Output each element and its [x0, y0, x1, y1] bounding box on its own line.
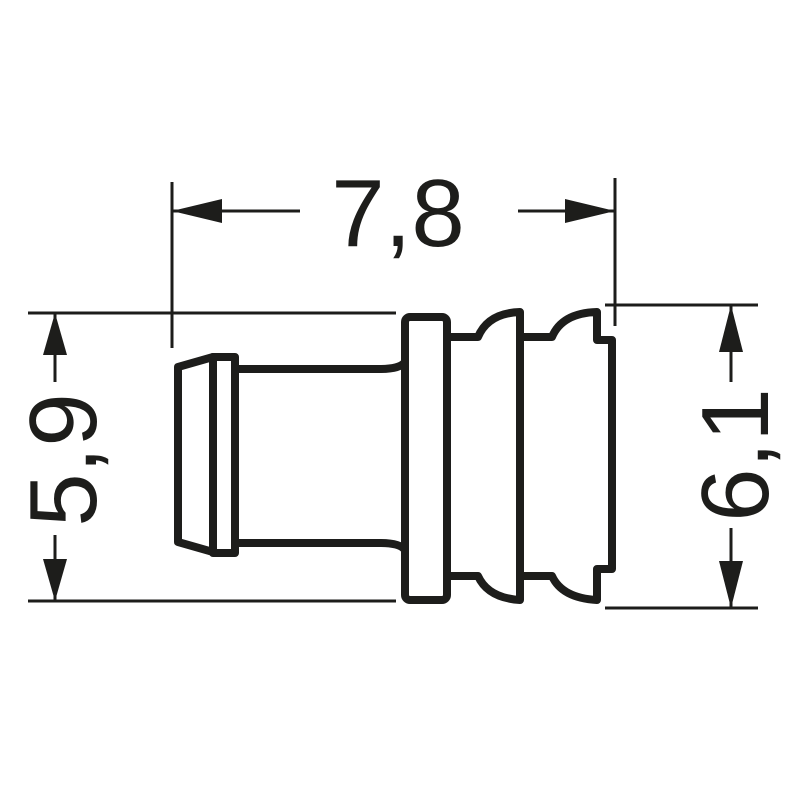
right-diameter-label: 6,1 — [682, 388, 789, 521]
left-diameter-label: 5,9 — [10, 393, 117, 526]
rib-1 — [447, 308, 524, 604]
seal-part — [174, 308, 616, 604]
arrow-left-icon — [172, 199, 222, 223]
shaft-body — [235, 359, 409, 553]
dimension-right-diameter: 6,1 — [605, 303, 789, 610]
front-chamfer — [174, 353, 217, 556]
arrow-down-icon — [43, 559, 67, 601]
flange — [401, 313, 451, 604]
arrow-down-right-icon — [719, 561, 743, 608]
arrow-up-right-icon — [719, 305, 743, 352]
arrow-right-icon — [565, 199, 615, 223]
dimension-length: 7,8 — [170, 160, 617, 348]
arrow-up-icon — [43, 313, 67, 355]
dimension-left-diameter: 5,9 — [10, 311, 396, 603]
length-label: 7,8 — [331, 160, 464, 267]
front-collar — [209, 353, 239, 557]
rib-2 — [520, 308, 616, 604]
